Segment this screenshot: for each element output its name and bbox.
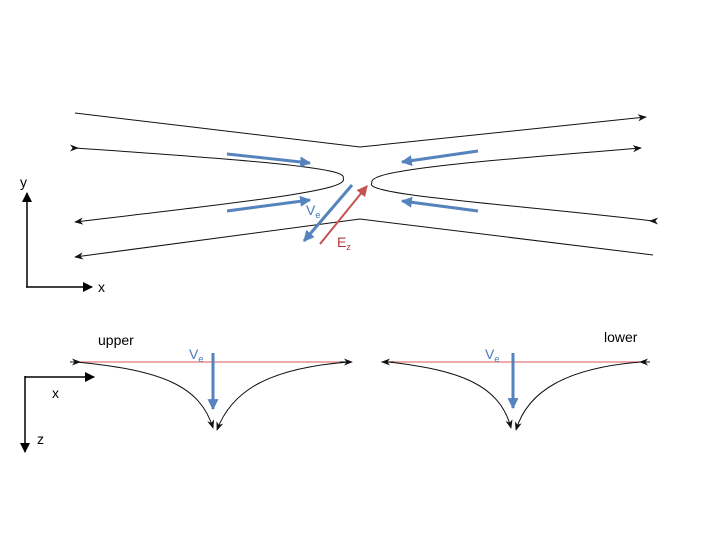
field-line-right-lower [371, 182, 654, 222]
top-field-lines [69, 112, 659, 260]
ez-label-top: Ez [337, 234, 351, 252]
upper-label: upper [98, 332, 134, 348]
top-x-axis-label: x [98, 279, 105, 295]
inflow-arrow-upper-right [400, 149, 479, 167]
top-y-axis-label: y [20, 174, 27, 190]
lower-ve-label: Ve [485, 346, 499, 364]
inflow-arrow-lower-right [400, 196, 479, 213]
ez-arrow [319, 185, 368, 245]
field-line-right-upper [371, 145, 642, 184]
lower-left-field-line [387, 361, 513, 429]
top-flow-arrows [226, 149, 479, 245]
field-line-left-lower [74, 177, 345, 225]
inflow-arrow-upper-left [226, 152, 312, 168]
upper-left-field-line [75, 361, 215, 429]
bottom-x-axis-label: x [52, 385, 59, 401]
top-axes: y x [20, 174, 105, 295]
ve-label-top: Ve [306, 202, 320, 220]
upper-ve-label: Ve [189, 346, 203, 364]
lower-right-field-line [514, 361, 641, 431]
bottom-z-axis-label: z [37, 431, 44, 447]
lower-label: lower [604, 329, 638, 345]
field-line-left-upper [74, 147, 344, 179]
bottom-axes: x z [20, 372, 95, 453]
upper-right-field-line [216, 361, 350, 431]
field-line-bottom-outer [74, 218, 654, 260]
ve-arrow [302, 184, 354, 242]
field-line-top-outer [74, 112, 647, 148]
lower-cusp: Ve [381, 346, 650, 431]
upper-cusp: Ve [70, 346, 353, 431]
inflow-arrow-lower-left [226, 195, 312, 213]
